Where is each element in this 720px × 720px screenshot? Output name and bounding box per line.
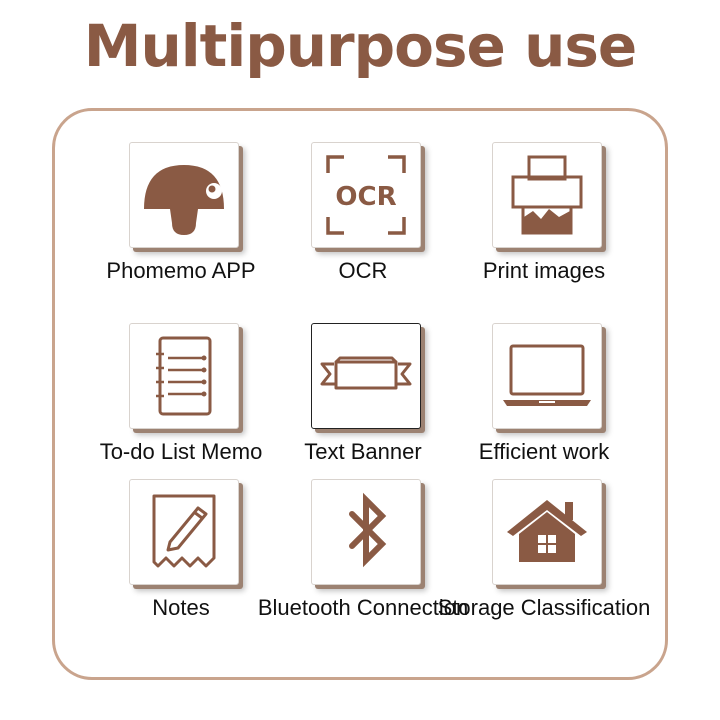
feature-tile xyxy=(311,323,421,429)
laptop-icon xyxy=(503,344,591,406)
checklist-icon xyxy=(156,336,212,416)
feature-label: Print images xyxy=(482,258,606,283)
page-title: Multipurpose use xyxy=(83,12,637,80)
feature-label: OCR xyxy=(338,258,388,283)
house-icon xyxy=(507,500,587,562)
feature-label: Bluetooth Connection xyxy=(257,595,469,620)
printer-icon xyxy=(511,155,583,235)
ocr-icon: OCR xyxy=(326,155,406,235)
note-pencil-icon xyxy=(152,494,216,568)
feature-tile: OCR xyxy=(311,142,421,248)
feature-label: Phomemo APP xyxy=(106,258,256,283)
mushroom-icon xyxy=(144,165,224,235)
ocr-icon-text: OCR xyxy=(335,182,396,212)
feature-tile xyxy=(492,142,602,248)
feature-tile xyxy=(129,142,239,248)
feature-label: Efficient work xyxy=(478,439,610,464)
feature-label: Notes xyxy=(152,595,210,620)
feature-label: To-do List Memo xyxy=(99,439,263,464)
feature-label: Storage Classification xyxy=(437,595,651,620)
feature-tile xyxy=(129,323,239,429)
bluetooth-icon xyxy=(349,492,387,568)
feature-tile xyxy=(129,479,239,585)
feature-tile xyxy=(492,479,602,585)
feature-tile xyxy=(492,323,602,429)
feature-label: Text Banner xyxy=(304,439,422,464)
feature-tile xyxy=(311,479,421,585)
banner-icon xyxy=(320,356,412,390)
